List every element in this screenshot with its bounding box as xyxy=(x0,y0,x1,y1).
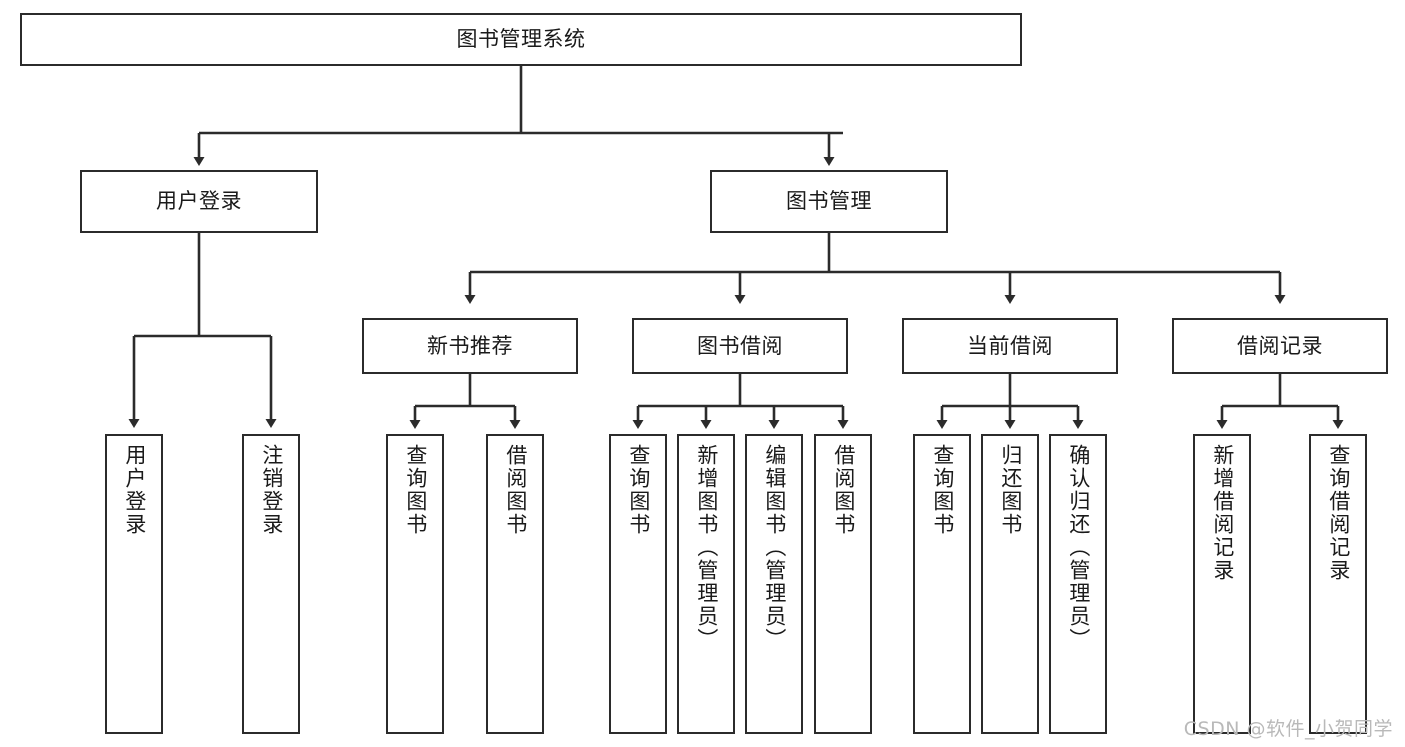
node-leaf-borrow-book-2[interactable]: 借阅图书 xyxy=(814,434,872,734)
node-leaf-confirm-return-label: 确认归还（管理员） xyxy=(1066,444,1091,651)
node-leaf-query-book-3-label: 查询图书 xyxy=(930,444,955,536)
node-new-book-rec[interactable]: 新书推荐 xyxy=(362,318,578,374)
node-leaf-add-record[interactable]: 新增借阅记录 xyxy=(1193,434,1251,734)
node-borrow-record[interactable]: 借阅记录 xyxy=(1172,318,1388,374)
node-leaf-edit-book[interactable]: 编辑图书（管理员） xyxy=(745,434,803,734)
node-leaf-query-book-1[interactable]: 查询图书 xyxy=(386,434,444,734)
node-leaf-return-book-label: 归还图书 xyxy=(998,444,1023,536)
node-leaf-add-book[interactable]: 新增图书（管理员） xyxy=(677,434,735,734)
node-leaf-query-record-label: 查询借阅记录 xyxy=(1326,444,1351,582)
node-root-label: 图书管理系统 xyxy=(456,27,586,52)
node-leaf-query-book-2[interactable]: 查询图书 xyxy=(609,434,667,734)
node-leaf-borrow-book-1[interactable]: 借阅图书 xyxy=(486,434,544,734)
node-leaf-add-book-label: 新增图书（管理员） xyxy=(694,444,719,651)
node-user-login-label: 用户登录 xyxy=(156,189,242,214)
node-leaf-confirm-return[interactable]: 确认归还（管理员） xyxy=(1049,434,1107,734)
node-book-manage[interactable]: 图书管理 xyxy=(710,170,948,233)
node-leaf-add-record-label: 新增借阅记录 xyxy=(1210,444,1235,582)
node-leaf-query-record[interactable]: 查询借阅记录 xyxy=(1309,434,1367,734)
node-leaf-query-book-1-label: 查询图书 xyxy=(403,444,428,536)
node-leaf-return-book[interactable]: 归还图书 xyxy=(981,434,1039,734)
node-book-manage-label: 图书管理 xyxy=(786,189,872,214)
node-current-borrow-label: 当前借阅 xyxy=(967,333,1053,358)
node-leaf-user-login[interactable]: 用户登录 xyxy=(105,434,163,734)
csdn-watermark: CSDN @软件_小贺同学 xyxy=(1183,718,1393,740)
node-leaf-logout[interactable]: 注销登录 xyxy=(242,434,300,734)
node-leaf-query-book-2-label: 查询图书 xyxy=(626,444,651,536)
node-leaf-edit-book-label: 编辑图书（管理员） xyxy=(762,444,787,651)
node-leaf-borrow-book-2-label: 借阅图书 xyxy=(831,444,856,536)
node-book-borrow-label: 图书借阅 xyxy=(697,333,783,358)
node-root[interactable]: 图书管理系统 xyxy=(20,13,1022,66)
node-new-book-rec-label: 新书推荐 xyxy=(427,333,513,358)
node-current-borrow[interactable]: 当前借阅 xyxy=(902,318,1118,374)
node-book-borrow[interactable]: 图书借阅 xyxy=(632,318,848,374)
node-user-login[interactable]: 用户登录 xyxy=(80,170,318,233)
node-leaf-logout-label: 注销登录 xyxy=(259,444,284,536)
node-borrow-record-label: 借阅记录 xyxy=(1237,333,1323,358)
node-leaf-query-book-3[interactable]: 查询图书 xyxy=(913,434,971,734)
node-leaf-user-login-label: 用户登录 xyxy=(122,444,147,536)
node-leaf-borrow-book-1-label: 借阅图书 xyxy=(503,444,528,536)
